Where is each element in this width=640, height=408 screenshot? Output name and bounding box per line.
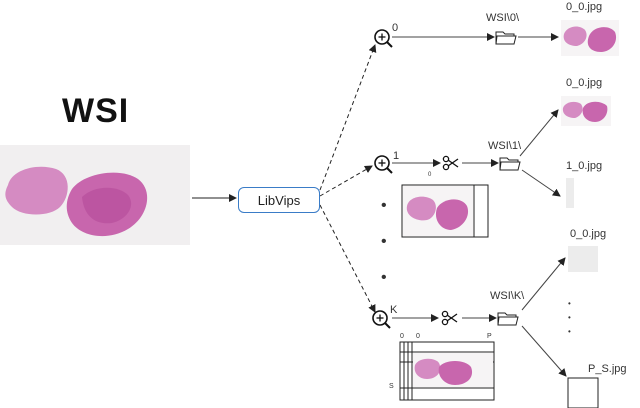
scissors-icon (441, 310, 458, 326)
output-filename: 0_0.jpg (566, 77, 603, 89)
folder-k-label: WSI\K\ (490, 290, 525, 302)
output-tile (568, 246, 598, 272)
crop-mark-label: 0 (428, 172, 432, 178)
arrow-to-level-k (319, 204, 376, 313)
level-k-image (413, 353, 493, 387)
arrow-to-level-1 (319, 165, 373, 197)
arrow-folderk-to-tile-a (521, 257, 566, 311)
level-0-label: 0 (392, 22, 399, 34)
source-title: WSI (62, 92, 130, 130)
scissors-icon (442, 155, 459, 171)
folder-icon (495, 31, 517, 45)
folder-icon (499, 157, 521, 171)
ellipsis-dot: • (568, 327, 571, 336)
zoom-in-icon (372, 310, 391, 329)
arrow-folder1-to-tile-b (521, 169, 561, 197)
zoom-in-icon (374, 155, 393, 174)
output-filename: 0_0.jpg (566, 1, 603, 13)
grid-left-label: S (389, 383, 394, 390)
grid-top2-label: 0 (416, 333, 420, 340)
folder-icon (497, 312, 519, 326)
zoom-in-icon (374, 29, 393, 48)
output-tile-frame (567, 377, 599, 408)
output-tile (561, 96, 611, 126)
arrow-folder1-to-tile-a (519, 109, 559, 157)
crop-frame (401, 184, 489, 238)
arrow-to-level-0 (319, 44, 377, 191)
output-tile (566, 178, 574, 208)
output-filename: 0_0.jpg (570, 228, 607, 240)
grid-right-label: P (487, 333, 492, 340)
folder-1-label: WSI\1\ (488, 140, 522, 152)
arrow-folderk-to-tile-b (521, 325, 567, 377)
level-1-label: 1 (393, 150, 400, 162)
ellipsis-dot: • (568, 299, 571, 308)
level-1-image (403, 186, 473, 236)
whole-slide-image (0, 145, 190, 245)
grid-top-label: 0 (400, 333, 404, 340)
ellipsis-dot: • (381, 233, 387, 250)
ellipsis-dot: • (568, 313, 571, 322)
libvips-box: LibVips (238, 187, 320, 213)
output-filename: 1_0.jpg (566, 160, 603, 172)
level-k-label: K (390, 304, 398, 316)
folder-0-label: WSI\0\ (486, 12, 520, 24)
ellipsis-dot: • (381, 197, 387, 214)
output-filename: P_S.jpg (588, 363, 627, 375)
ellipsis-dot: • (381, 269, 387, 286)
output-tile (561, 20, 619, 56)
tissue-image (5, 166, 148, 237)
